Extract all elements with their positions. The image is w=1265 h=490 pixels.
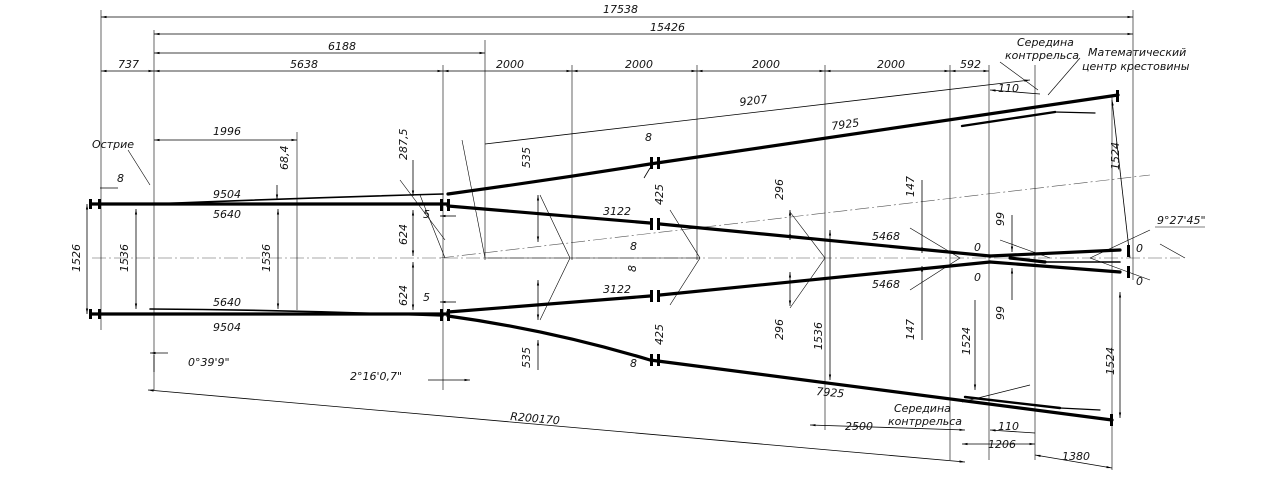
dim-737: 737	[118, 58, 139, 71]
dim-to-center: 15426	[650, 21, 685, 34]
dim-1524-bot-right: 1524	[1104, 347, 1117, 375]
dim-1206: 1206	[988, 438, 1016, 451]
dim-overall: 17538	[603, 3, 638, 16]
dim-110-bot: 110	[998, 420, 1019, 433]
dim-592: 592	[960, 58, 981, 71]
construction-lines	[399, 139, 1205, 321]
dim-1996: 1996	[213, 125, 241, 138]
dim-radius: R200170	[510, 410, 561, 427]
label-check-rail-mid-top-2: контррельса	[1005, 49, 1079, 62]
dim-3122-top: 3122	[603, 205, 631, 218]
dim-8-top: 8	[645, 131, 652, 144]
leader-point	[127, 149, 151, 186]
dim-9207: 9207	[739, 93, 768, 109]
label-point: Острие	[92, 138, 134, 151]
dim-287-5: 287,5	[397, 129, 410, 161]
dim-425-top: 425	[653, 184, 666, 205]
dim-296-bot: 296	[773, 319, 786, 340]
dim-147-bot: 147	[904, 319, 917, 340]
dim-5640-bot: 5640	[213, 296, 241, 309]
label-check-rail-mid-bot-2: контррельса	[888, 415, 962, 428]
dim-425-bot: 425	[653, 324, 666, 345]
dim-68-4: 68,4	[278, 146, 291, 171]
dim-6188: 6188	[328, 40, 356, 53]
dim-0-right-bot: 0	[1136, 275, 1143, 288]
dim-0-right-top: 0	[1136, 242, 1143, 255]
rails	[90, 93, 1122, 422]
label-math-center-2: центр крестовины	[1082, 60, 1190, 73]
leader-math-center	[1047, 57, 1081, 96]
dim-9504-bot: 9504	[213, 321, 241, 334]
dim-7925-bot: 7925	[816, 385, 845, 400]
dim-8-bot: 8	[630, 357, 637, 370]
dim-8-left: 8	[117, 172, 124, 185]
dim-5468-top: 5468	[872, 230, 900, 243]
extension-lines	[100, 10, 1134, 470]
dim-0-b: 0	[974, 271, 981, 284]
dim-1536-left: 1536	[118, 244, 131, 272]
leader-check-rail-top	[999, 61, 1039, 91]
dim-535-bot: 535	[520, 347, 533, 368]
label-math-center-1: Математический	[1088, 46, 1186, 59]
angle-switch: 2°16'0,7"	[350, 370, 402, 383]
dim-2000-b: 2000	[625, 58, 653, 71]
dim-5-top: 5	[423, 208, 430, 221]
dim-2500: 2500	[845, 420, 873, 433]
dim-99-top: 99	[994, 212, 1007, 226]
dim-2000-c: 2000	[752, 58, 780, 71]
dim-1524-vert-right: 1524	[1109, 142, 1122, 170]
dim-535-top: 535	[520, 147, 533, 168]
dim-9504-top: 9504	[213, 188, 241, 201]
dim-7925-top: 7925	[831, 116, 861, 133]
dim-110-top: 110	[998, 82, 1019, 95]
dim-5-bot: 5	[423, 291, 430, 304]
body-dimension-lines	[85, 79, 1131, 469]
angle-left: 0°39'9"	[188, 356, 230, 369]
dim-5640-top: 5640	[213, 208, 241, 221]
label-check-rail-mid-top-1: Середина	[1017, 36, 1074, 49]
dim-1536-mid: 1536	[260, 244, 273, 272]
dim-1536-right: 1536	[812, 322, 825, 350]
dim-99-bot: 99	[994, 306, 1007, 320]
dim-2000-d: 2000	[877, 58, 905, 71]
dim-1526: 1526	[70, 244, 83, 272]
dim-5638: 5638	[290, 58, 318, 71]
dim-1380: 1380	[1062, 450, 1090, 463]
dim-8-mid-b: 8	[626, 265, 639, 272]
top-dimensions	[101, 15, 1133, 73]
dim-147-top: 147	[904, 176, 917, 197]
dim-0-a: 0	[974, 241, 981, 254]
diverging-axis	[439, 174, 1151, 259]
rail-joints	[89, 90, 1130, 426]
dim-2000-a: 2000	[496, 58, 524, 71]
dim-1524-diag: 1524	[960, 327, 973, 355]
dim-624-bot: 624	[397, 285, 410, 306]
dim-8-mid-a: 8	[630, 240, 637, 253]
dim-5468-bot: 5468	[872, 278, 900, 291]
label-check-rail-mid-bot-1: Середина	[894, 402, 951, 415]
dim-3122-bot: 3122	[603, 283, 631, 296]
dim-296-top: 296	[773, 179, 786, 200]
dim-624-top: 624	[397, 224, 410, 245]
angle-right: 9°27'45"	[1157, 214, 1206, 227]
